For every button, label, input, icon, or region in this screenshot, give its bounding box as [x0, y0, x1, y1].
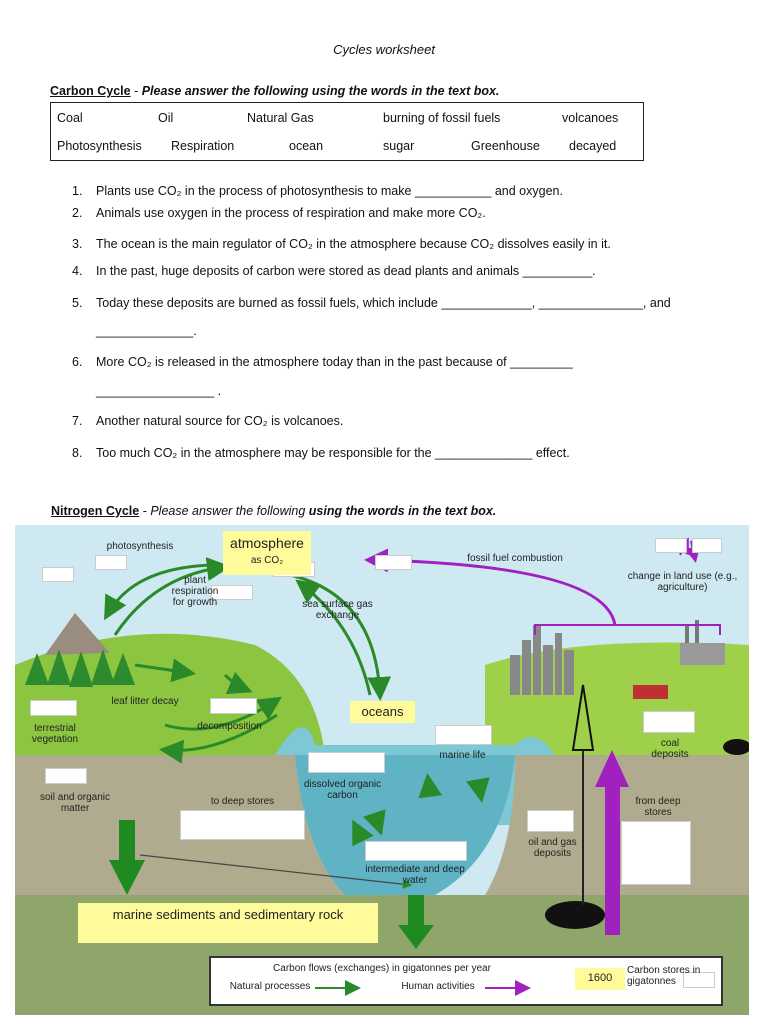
atmosphere-label-box	[223, 531, 311, 575]
answer-box[interactable]	[643, 711, 695, 733]
question-1: 1. Plants use CO₂ in the process of photo…	[72, 184, 563, 198]
word-sugar: sugar	[383, 139, 415, 153]
question-7: 7. Another natural source for CO₂ is volc…	[72, 414, 343, 428]
fossil-fuel-label: fossil fuel combustion	[467, 553, 563, 564]
word-respiration: Respiration	[171, 139, 235, 153]
word-photosynthesis: Photosynthesis	[57, 139, 142, 153]
question-3: 3. The ocean is the main regulator of CO₂…	[72, 237, 611, 251]
intermediate-label: intermediate and deep water	[365, 864, 465, 886]
carbon-cycle-diagram: atmosphere as CO₂ oceans marine sediment…	[15, 525, 749, 1015]
question-8: 8. Too much CO₂ in the atmosphere may be …	[72, 446, 570, 460]
dissolved-label: dissolved organic carbon	[303, 779, 382, 801]
question-6: 6. More CO₂ is released in the atmosphere…	[72, 355, 573, 369]
oil-gas-label: oil and gas deposits	[528, 837, 577, 859]
question-number: 8.	[72, 446, 83, 460]
photosynthesis-label: photosynthesis	[106, 541, 174, 552]
answer-box[interactable]	[45, 768, 87, 784]
question-number: 6.	[72, 355, 83, 369]
oceans-label-box	[350, 701, 415, 723]
question-text: Too much CO₂ in the atmosphere may be re…	[96, 446, 570, 460]
question-text: The ocean is the main regulator of CO₂ i…	[96, 237, 611, 251]
word-decayed: decayed	[569, 139, 617, 153]
nitrogen-instruction-a: Please answer the following	[150, 504, 309, 518]
question-text: Today these deposits are burned as fossi…	[96, 296, 671, 310]
sea-surface-label: sea surface gas exchange	[302, 599, 373, 621]
carbon-instruction: Please answer the following using the wo…	[141, 84, 500, 98]
worksheet-title: Cycles worksheet	[333, 42, 435, 57]
as-co2-label: as CO₂	[250, 555, 284, 566]
land-use-label: change in land use (e.g., agriculture)	[627, 571, 738, 593]
atmosphere-label: atmosphere	[230, 535, 304, 551]
word-burning: burning of fossil fuels	[383, 111, 501, 125]
question-text: Animals use oxygen in the process of res…	[96, 206, 486, 220]
answer-box[interactable]	[527, 810, 574, 832]
nitrogen-dash: -	[139, 504, 151, 518]
to-deep-label: to deep stores	[210, 796, 275, 807]
question-6-cont: _________________ .	[96, 384, 222, 398]
marine-sediments-box	[78, 903, 378, 943]
answer-box[interactable]	[180, 810, 305, 840]
carbon-dash: -	[130, 84, 142, 98]
legend-natural: Natural processes	[229, 981, 311, 992]
marine-life-label: marine life	[439, 750, 486, 761]
question-2: 2. Animals use oxygen in the process of r…	[72, 206, 486, 220]
legend-title: Carbon flows (exchanges) in gigatonnes p…	[273, 963, 491, 974]
question-5: 5. Today these deposits are burned as fos…	[72, 296, 671, 310]
word-volcanoes: volcanoes	[562, 111, 619, 125]
question-5-cont: ______________.	[96, 324, 197, 338]
answer-box[interactable]	[30, 700, 77, 716]
question-number: 2.	[72, 206, 83, 220]
carbon-heading: Carbon Cycle	[50, 84, 131, 98]
nitrogen-heading: Nitrogen Cycle	[51, 504, 140, 518]
leaf-litter-label: leaf litter decay	[111, 696, 179, 707]
word-ocean: ocean	[289, 139, 324, 153]
question-4: 4. In the past, huge deposits of carbon w…	[72, 264, 596, 278]
answer-box[interactable]	[211, 585, 253, 600]
answer-box[interactable]	[308, 752, 385, 773]
plant-respiration-label: plant respiration for growth	[171, 575, 219, 608]
answer-box[interactable]	[435, 725, 492, 745]
terrestrial-label: terrestrial vegetation	[31, 723, 79, 745]
oceans-label: oceans	[361, 704, 404, 719]
question-number: 7.	[72, 414, 83, 428]
question-text: Plants use CO₂ in the process of photosy…	[96, 184, 563, 198]
question-text: Another natural source for CO₂ is volcan…	[96, 414, 344, 428]
word-greenhouse: Greenhouse	[471, 139, 540, 153]
answer-box[interactable]	[95, 555, 127, 570]
question-number: 4.	[72, 264, 83, 278]
answer-box[interactable]	[210, 698, 257, 714]
question-number: 5.	[72, 296, 83, 310]
question-number: 3.	[72, 237, 83, 251]
answer-box[interactable]	[683, 972, 715, 988]
legend-human: Human activities	[401, 981, 475, 992]
decomposition-label: decomposition	[197, 721, 262, 732]
nitrogen-heading-line: Nitrogen Cycle - Please answer the follo…	[51, 504, 496, 518]
word-bank: Coal Oil Natural Gas burning of fossil f…	[50, 102, 644, 161]
question-text: More CO₂ is released in the atmosphere t…	[96, 355, 573, 369]
carbon-heading-line: Carbon Cycle - Please answer the followi…	[50, 84, 499, 98]
marine-sediments-label: marine sediments and sedimentary rock	[112, 907, 344, 922]
legend-stores: Carbon stores in gigatonnes	[627, 965, 701, 987]
nitrogen-instruction-b: using the words in the text box.	[308, 504, 497, 518]
soil-label: soil and organic matter	[39, 792, 111, 814]
answer-box[interactable]	[42, 567, 74, 582]
question-number: 1.	[72, 184, 83, 198]
answer-box[interactable]	[655, 538, 687, 553]
answer-box[interactable]	[365, 841, 467, 861]
word-oil: Oil	[158, 111, 174, 125]
question-text: In the past, huge deposits of carbon wer…	[96, 264, 596, 278]
legend-value: 1600	[587, 972, 613, 984]
word-natural-gas: Natural Gas	[247, 111, 314, 125]
from-deep-label: from deep stores	[635, 796, 681, 818]
answer-box[interactable]	[621, 821, 691, 885]
word-coal: Coal	[57, 111, 83, 125]
coal-deposits-label: coal deposits	[651, 738, 689, 760]
answer-box[interactable]	[375, 555, 412, 570]
answer-box[interactable]	[692, 538, 722, 553]
